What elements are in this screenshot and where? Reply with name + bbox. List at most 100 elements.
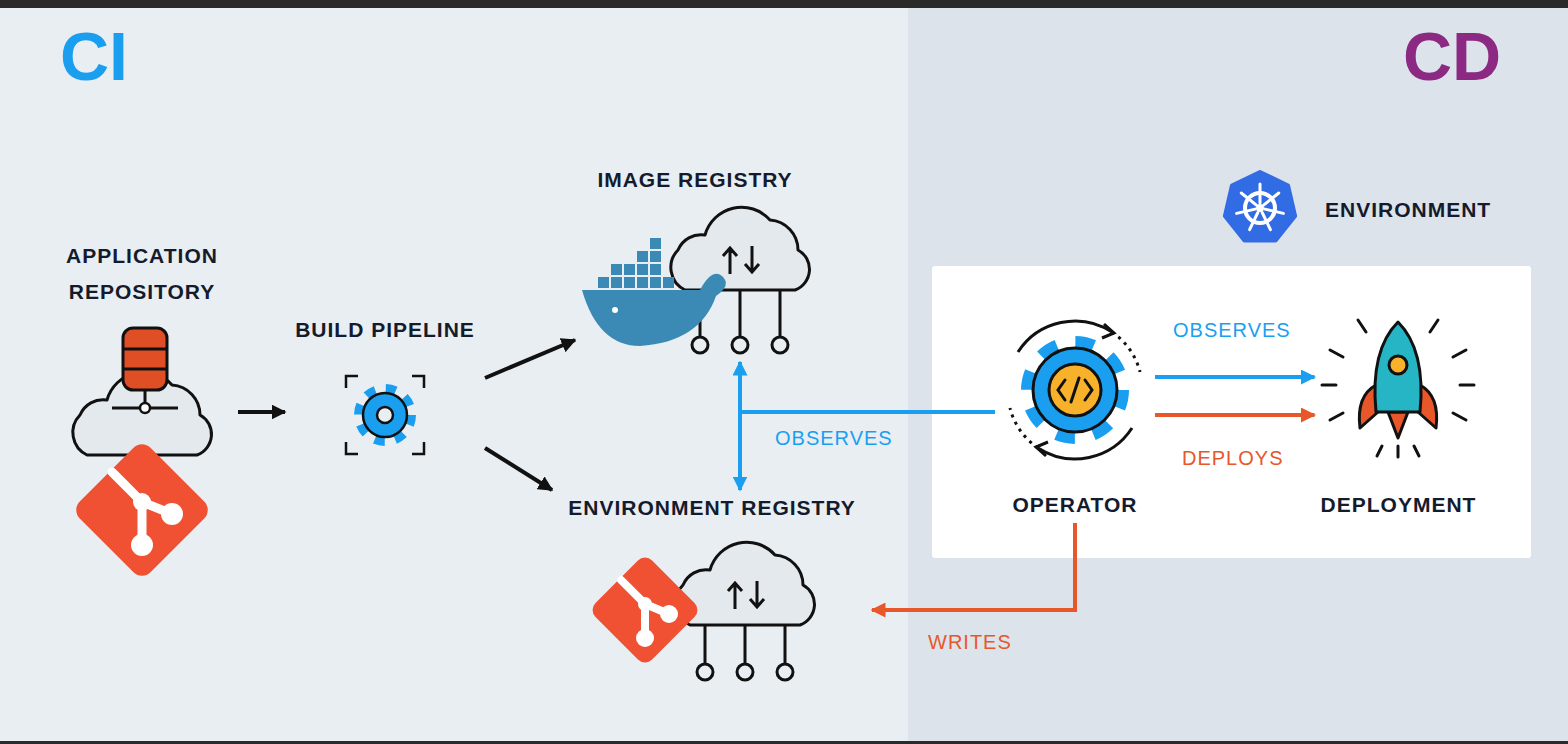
- environment-registry-icon-part: [621, 580, 669, 638]
- deployment-rocket: [1322, 320, 1474, 457]
- operator-gear-part: [1049, 364, 1101, 416]
- environment-panel: ENVIRONMENTOPERATORDEPLOYMENT: [932, 266, 1531, 558]
- deployment-rocket-part-part: [1330, 350, 1343, 357]
- flow-arrow: [1155, 375, 1315, 379]
- environment-registry-icon-part: [676, 542, 815, 625]
- environment-registry-icon-part: [697, 664, 713, 680]
- cd-panel: [908, 0, 1568, 744]
- repository-icon-part: [123, 328, 167, 390]
- image-registry-icon-part: [582, 274, 726, 346]
- environment-registry-icon-part: [660, 605, 678, 623]
- operator-gear-part: [1102, 324, 1114, 338]
- kubernetes-logo: [1225, 172, 1295, 240]
- deployment-rocket-part-part: [1377, 446, 1382, 456]
- image-registry-icon-part-part: [650, 251, 661, 262]
- flow-arrow: [740, 362, 995, 412]
- operator-gear-part: [1058, 378, 1092, 402]
- deployment-rocket-part: [1418, 385, 1437, 428]
- deployment-rocket-part-part: [1397, 446, 1400, 457]
- deployment-rocket-part-part: [1453, 413, 1466, 420]
- image-registry-icon-part-part: [611, 264, 622, 275]
- deployment-rocket-part: [1322, 320, 1474, 457]
- edge-label: DEPLOYS: [1182, 445, 1283, 471]
- repository-icon-part: [123, 368, 167, 371]
- environment-registry-icon-part: [636, 629, 654, 647]
- environment-registry-icon: [588, 542, 814, 680]
- deployment-node: DEPLOYMENT: [1315, 320, 1483, 523]
- edge-label: OBSERVES: [1173, 317, 1291, 343]
- image-registry-icon-part-part: [624, 277, 635, 288]
- image-registry-icon-part-part: [650, 264, 661, 275]
- repository-node: APPLICATION REPOSITORY: [46, 238, 238, 585]
- node-label: IMAGE REGISTRY: [597, 162, 792, 198]
- repository-icon: [71, 328, 212, 581]
- repository-icon-part: [133, 493, 151, 511]
- kubernetes-logo-part: [1256, 204, 1264, 212]
- repository-icon-part: [112, 472, 172, 545]
- bottom-bar: [0, 741, 1568, 744]
- registry-node: ENVIRONMENT REGISTRY: [552, 490, 872, 690]
- image-registry-icon-part: [671, 207, 810, 290]
- kubernetes-logo-part-part: [1237, 209, 1256, 213]
- image-registry-icon-part-part: [650, 238, 661, 249]
- flow-arrow: [485, 448, 552, 490]
- image-registry-icon-part: [723, 246, 759, 274]
- repository-icon-part: [112, 407, 178, 410]
- deployment-rocket-part-part: [1322, 384, 1336, 387]
- image-registry-icon-part-part: [650, 277, 661, 288]
- top-bar: [0, 0, 1568, 8]
- pipeline-gear-part: [346, 376, 424, 454]
- operator-gear: [1010, 321, 1140, 459]
- repository-icon-part: [131, 534, 153, 556]
- operator-gear-part: [1033, 348, 1117, 432]
- image-registry-icon-part-part: [598, 277, 609, 288]
- environment-registry-icon-part: [728, 581, 764, 609]
- operator-node: OPERATOR: [995, 320, 1155, 523]
- repository-icon-part: [161, 503, 183, 525]
- repository-icon-part: [144, 390, 147, 406]
- image-registry-icon-part: [700, 290, 780, 337]
- flow-arrow: [1155, 413, 1315, 417]
- repository-icon-part: [71, 439, 212, 580]
- deployment-rocket-part-part: [1460, 384, 1474, 387]
- flow-arrow: [872, 523, 1075, 610]
- deployment-rocket-part: [1359, 385, 1378, 428]
- pipeline-gear-part: [363, 393, 407, 437]
- image-registry-icon-part: [598, 238, 674, 288]
- flow-arrow: [485, 340, 575, 378]
- image-registry-icon-part-part: [611, 277, 622, 288]
- image-registry-icon-part-part: [637, 251, 648, 262]
- kubernetes-logo-part-part: [1259, 184, 1262, 203]
- section-heading: CI: [60, 22, 128, 90]
- kubernetes-logo-part-part: [1262, 213, 1270, 230]
- pipeline-gear-part: [359, 389, 411, 441]
- kubernetes-logo-part: [1237, 184, 1284, 230]
- image-registry-icon-part-part: [624, 264, 635, 275]
- image-registry-icon-part: [772, 337, 788, 353]
- node-label: ENVIRONMENT REGISTRY: [568, 490, 856, 526]
- node-label: BUILD PIPELINE: [295, 312, 475, 348]
- node-label: DEPLOYMENT: [1321, 487, 1477, 523]
- kubernetes-logo-part-part: [1265, 209, 1284, 213]
- deployment-rocket-part: [1375, 322, 1421, 412]
- pipeline-node: BUILD PIPELINE: [285, 312, 485, 468]
- deployment-rocket-part: [1389, 356, 1407, 374]
- image-registry-icon: [582, 207, 809, 353]
- operator-gear-part: [1029, 344, 1121, 436]
- edge-label: WRITES: [928, 629, 1012, 655]
- operator-gear-part: [1036, 442, 1048, 456]
- environment-registry-icon-part: [705, 625, 785, 664]
- environment-registry-icon-part: [588, 553, 701, 666]
- operator-gear-part: [1018, 321, 1112, 352]
- repository-icon-part: [140, 403, 150, 413]
- environment-registry-icon-part: [777, 664, 793, 680]
- node-label: APPLICATION REPOSITORY: [46, 238, 238, 310]
- operator-gear-part: [1010, 408, 1038, 448]
- image-registry-icon-part: [612, 307, 618, 313]
- image-registry-icon-part: [732, 337, 748, 353]
- node-label: OPERATOR: [1012, 487, 1137, 523]
- operator-gear-part: [1038, 428, 1132, 459]
